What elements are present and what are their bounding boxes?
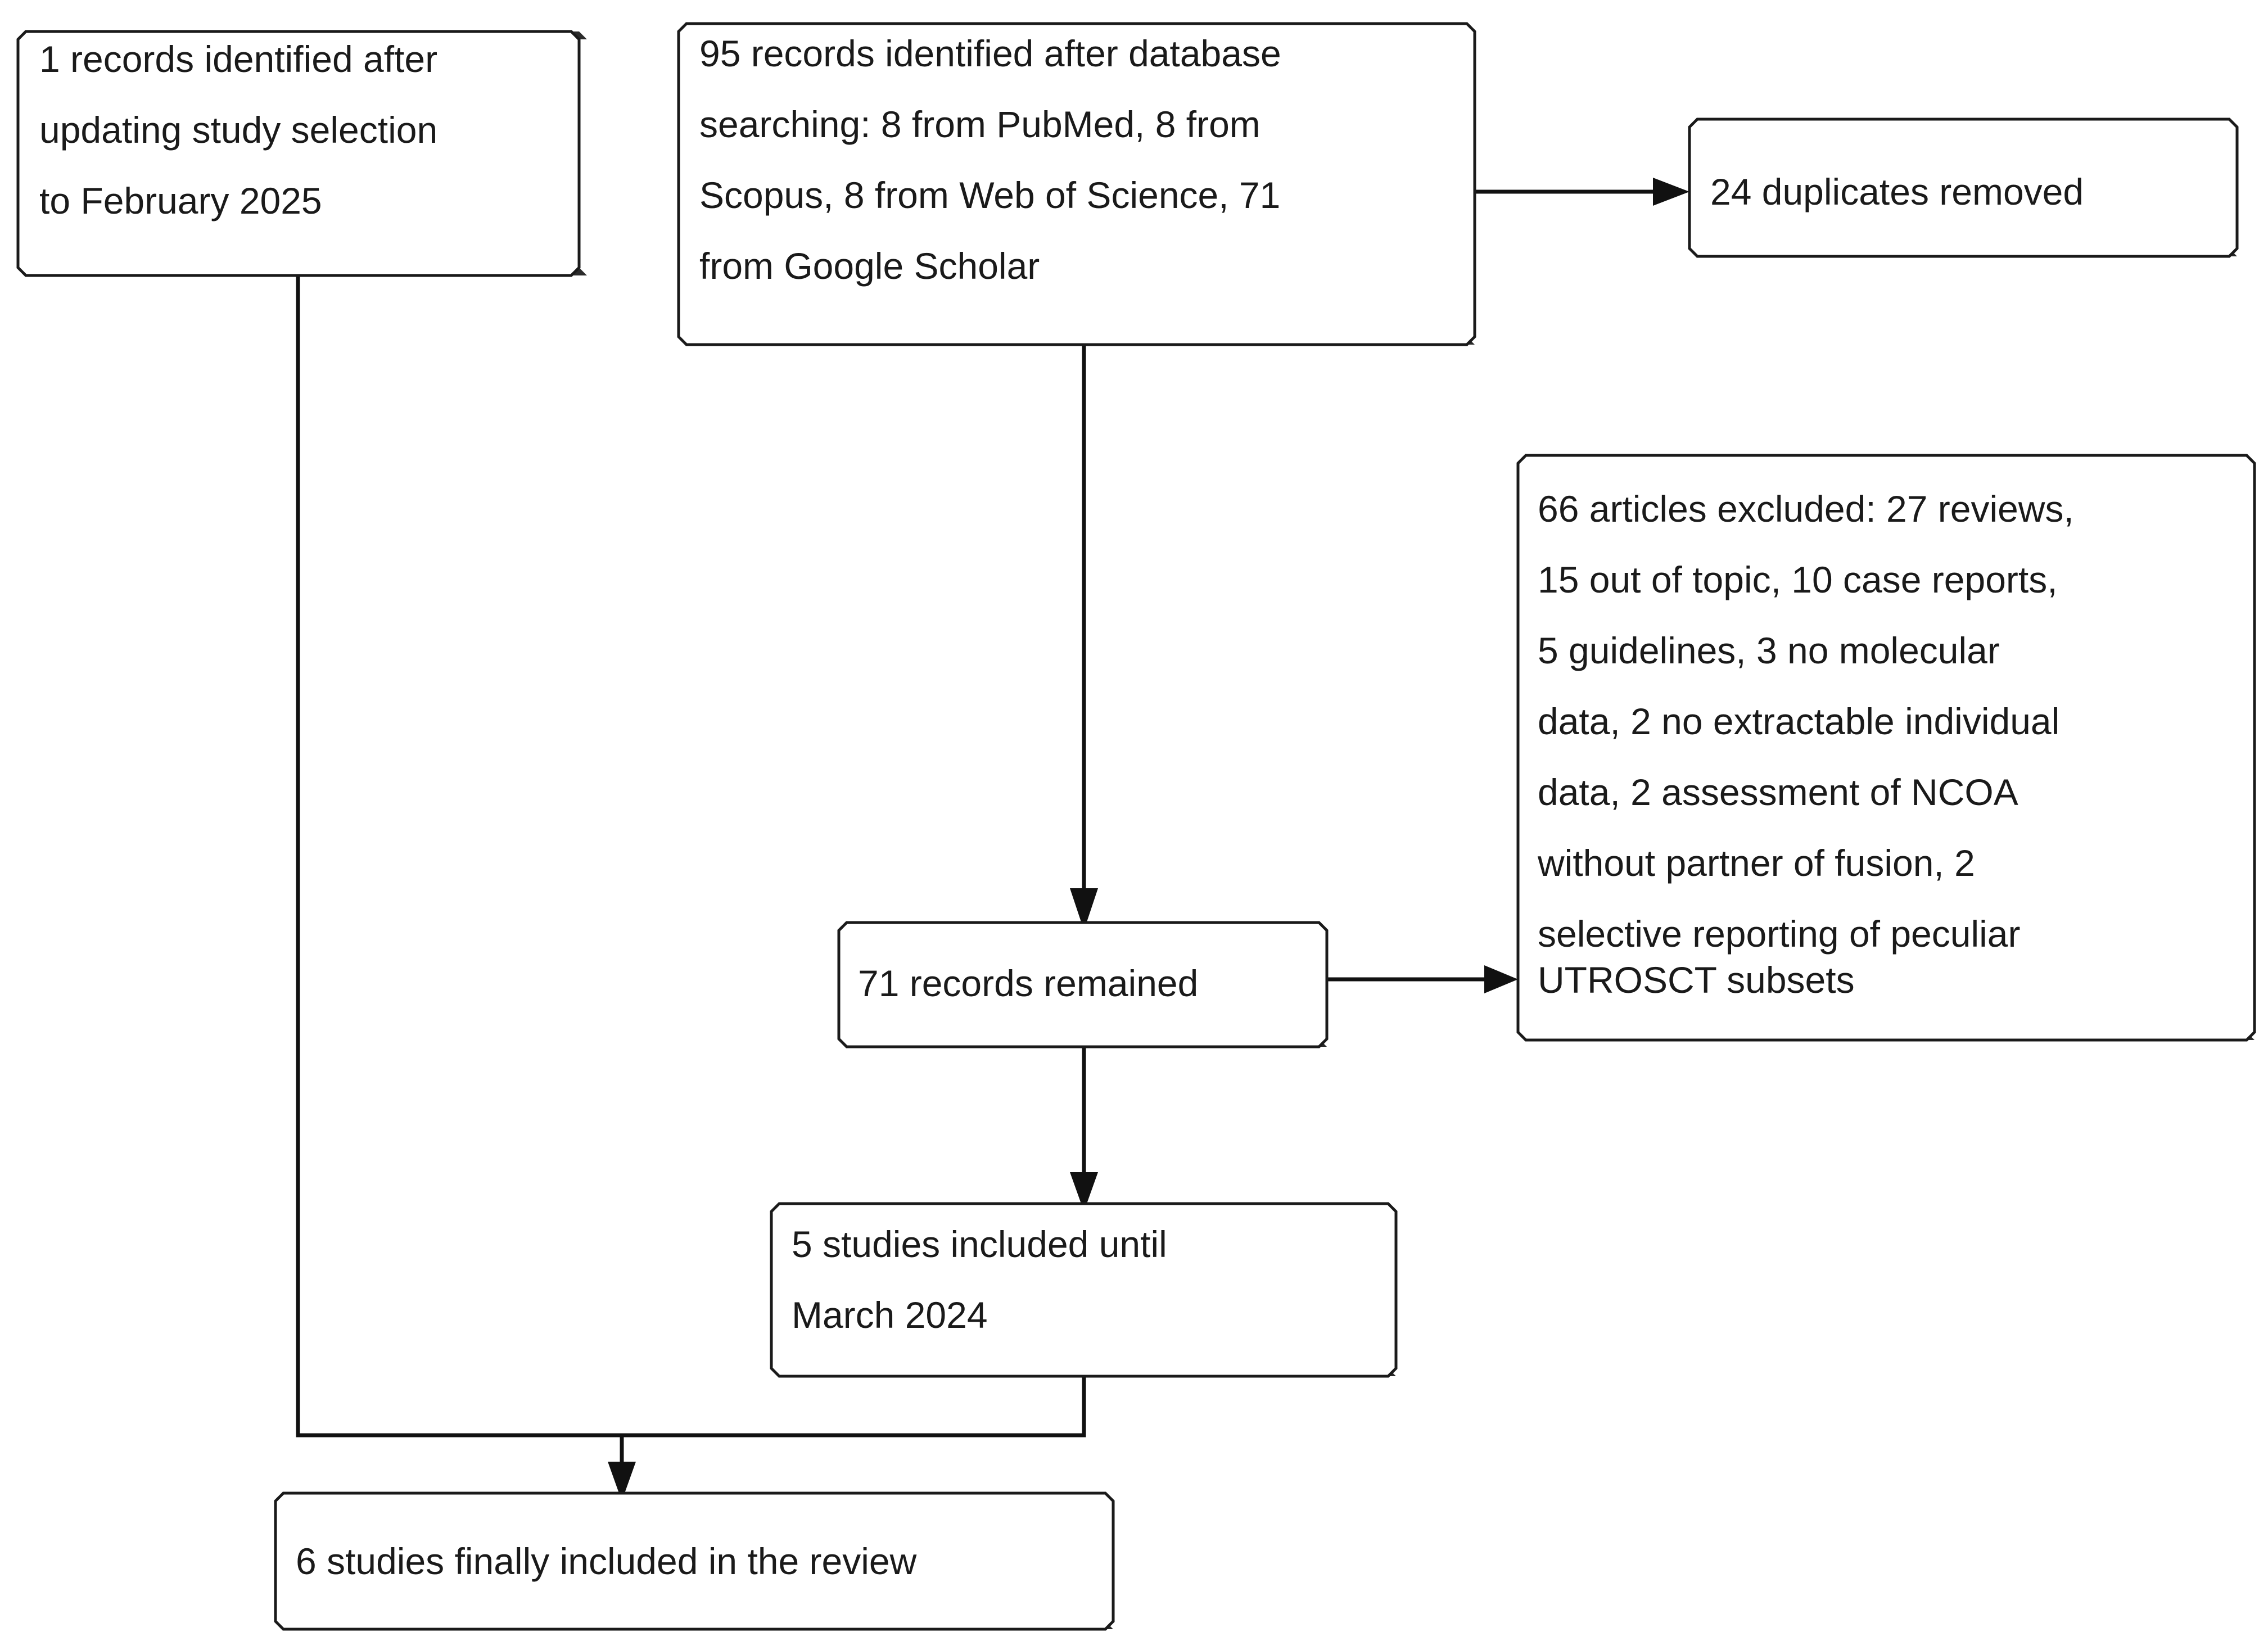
update-records-line: updating study selection [39,109,437,151]
studies-final-line: 6 studies finally included in the review [296,1540,917,1582]
articles-excluded-line: 15 out of topic, 10 case reports, [1538,559,2058,600]
articles-excluded-line: selective reporting of peculiar [1538,913,2020,955]
svg-text:from Google Scholar: from Google Scholar [699,245,1040,287]
update-records-line: to February 2025 [39,180,322,221]
svg-text:66 articles excluded: 27 revie: 66 articles excluded: 27 reviews, [1538,488,2074,530]
articles-excluded-line: 5 guidelines, 3 no molecular [1538,630,2000,671]
svg-text:without partner of fusion, 2: without partner of fusion, 2 [1537,842,1975,884]
svg-text:to February 2025: to February 2025 [39,180,322,221]
edge-database-to-remained [1070,345,1098,930]
svg-text:Scopus, 8 from Web of Science,: Scopus, 8 from Web of Science, 71 [699,174,1280,216]
svg-text:selective reporting of peculia: selective reporting of peculiar [1538,913,2020,955]
svg-text:data, 2 no extractable individ: data, 2 no extractable individual [1538,700,2059,742]
svg-text:95 records identified after da: 95 records identified after database [699,33,1281,74]
edge-included-to-final [608,1376,1086,1501]
studies-included-2024-line: 5 studies included until [792,1223,1167,1265]
edge-database-to-duplicates [1475,178,1689,206]
svg-text:searching: 8 from PubMed, 8 fr: searching: 8 from PubMed, 8 from [699,103,1260,145]
update-records-line: 1 records identified after [39,38,437,80]
database-records-box[interactable]: 95 records identified after database sea… [677,22,1476,346]
studies-included-2024-line: March 2024 [792,1294,988,1336]
studies-included-2024-box[interactable]: 5 studies included until March 2024 [770,1202,1398,1378]
svg-text:5 guidelines, 3 no molecular: 5 guidelines, 3 no molecular [1538,630,2000,671]
records-remained-line: 71 records remained [858,962,1198,1004]
database-records-line: Scopus, 8 from Web of Science, 71 [699,174,1280,216]
articles-excluded-line: without partner of fusion, 2 [1537,842,1975,884]
articles-excluded-line: data, 2 assessment of NCOA [1538,771,2018,813]
edge-remained-to-included [1070,1047,1098,1211]
svg-text:March 2024: March 2024 [792,1294,988,1336]
database-records-line: 95 records identified after database [699,33,1281,74]
svg-text:UTROSCT subsets: UTROSCT subsets [1538,959,1855,1001]
duplicates-removed-box[interactable]: 24 duplicates removed [1688,117,2239,258]
svg-text:5 studies included until: 5 studies included until [792,1223,1167,1265]
records-remained-box[interactable]: 71 records remained [837,921,1329,1048]
svg-text:updating study selection: updating study selection [39,109,437,151]
update-records-box[interactable]: 1 records identified after updating stud… [16,30,587,277]
edge-update-to-final [296,275,622,1437]
svg-text:24 duplicates removed: 24 duplicates removed [1710,171,2084,213]
duplicates-removed-line: 24 duplicates removed [1710,171,2084,213]
database-records-line: from Google Scholar [699,245,1040,287]
articles-excluded-box[interactable]: 66 articles excluded: 27 reviews, 15 out… [1516,454,2256,1042]
svg-text:6 studies finally included in: 6 studies finally included in the review [296,1540,917,1582]
svg-text:15 out of topic, 10 case repor: 15 out of topic, 10 case reports, [1538,559,2058,600]
database-records-line: searching: 8 from PubMed, 8 from [699,103,1260,145]
svg-text:71 records remained: 71 records remained [858,962,1198,1004]
edge-remained-to-excluded [1327,965,1518,993]
articles-excluded-line: 66 articles excluded: 27 reviews, [1538,488,2074,530]
articles-excluded-line: data, 2 no extractable individual [1538,700,2059,742]
svg-text:1 records identified after: 1 records identified after [39,38,437,80]
articles-excluded-line: UTROSCT subsets [1538,959,1855,1001]
svg-text:data, 2 assessment of NCOA: data, 2 assessment of NCOA [1538,771,2018,813]
studies-final-box[interactable]: 6 studies finally included in the review [274,1491,1115,1631]
